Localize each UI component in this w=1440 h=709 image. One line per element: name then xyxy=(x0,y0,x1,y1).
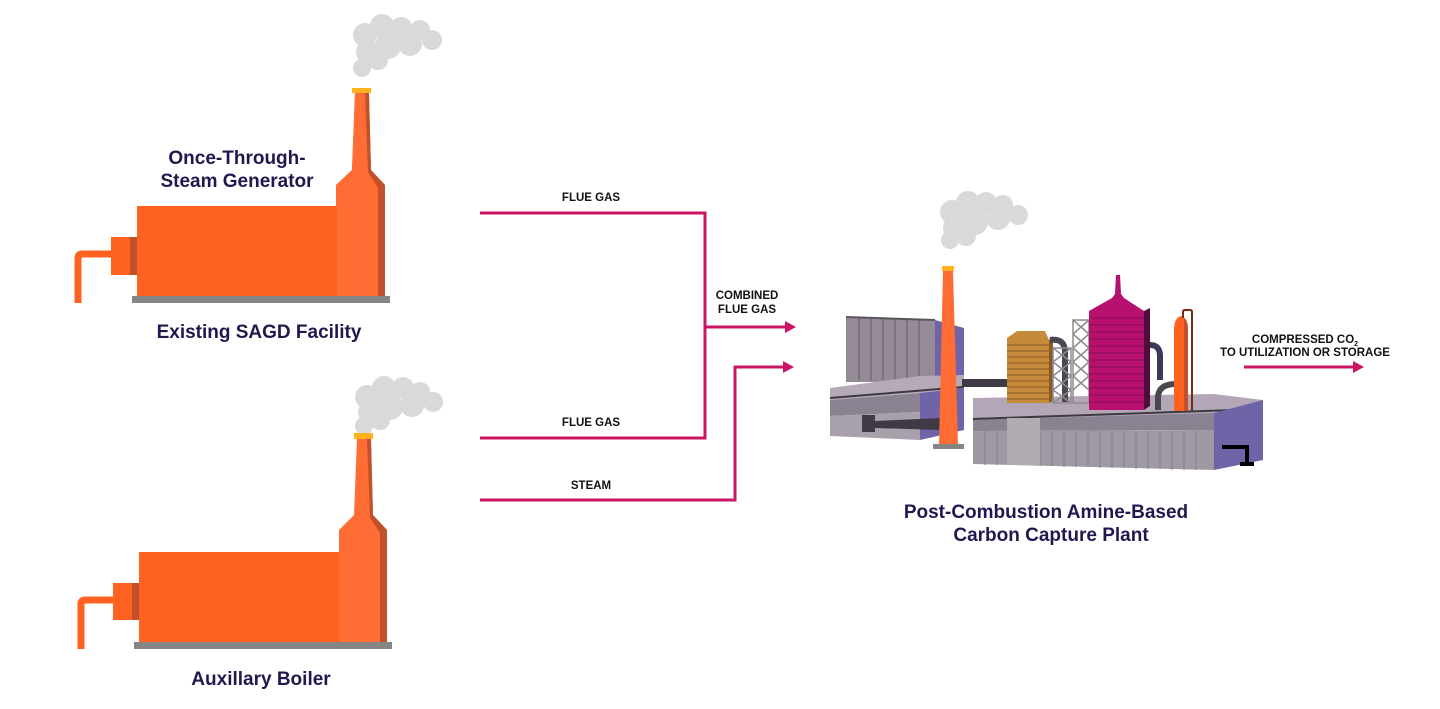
base-slab xyxy=(134,642,392,649)
co2-arrow-icon xyxy=(1353,361,1364,373)
steam-line xyxy=(480,365,784,502)
boiler-body xyxy=(139,552,339,642)
capture-plant-caption-line2: Carbon Capture Plant xyxy=(953,525,1149,546)
plant-smokestack xyxy=(939,271,958,445)
flow-lines: FLUE GAS FLUE GAS STEAM COMBINED FLUE GA… xyxy=(480,192,1390,502)
base-slab xyxy=(132,296,390,303)
otsg-facility: Once-Through- Steam Generator Existing S… xyxy=(74,14,442,343)
stack-cap xyxy=(354,433,373,439)
outlet-pipe xyxy=(1222,445,1254,466)
stack-cap xyxy=(942,266,954,271)
lattice-tower xyxy=(1052,319,1090,404)
co2-output-label-line2: TO UTILIZATION OR STORAGE xyxy=(1220,347,1390,359)
flue-gas-bottom-label: FLUE GAS xyxy=(562,417,620,429)
inlet-pipe xyxy=(77,596,113,649)
combined-arrow-icon xyxy=(785,321,796,333)
smoke-cloud-icon xyxy=(353,14,442,77)
stripper-column xyxy=(1174,309,1193,411)
stack-base xyxy=(933,444,964,449)
otsg-label-line2: Steam Generator xyxy=(160,171,314,192)
otsg-label-line1: Once-Through- xyxy=(168,148,305,169)
exhaust-duct xyxy=(862,415,940,432)
flue-gas-top-line xyxy=(480,211,707,440)
inlet-pipe xyxy=(74,250,111,303)
flue-duct xyxy=(962,379,1007,387)
capture-plant-caption-line1: Post-Combustion Amine-Based xyxy=(904,502,1188,523)
boiler-body xyxy=(137,206,337,297)
co2-output-label-line1: COMPRESSED CO2 xyxy=(1252,334,1358,348)
smokestack xyxy=(339,439,387,642)
capture-plant: Post-Combustion Amine-Based Carbon Captu… xyxy=(829,191,1264,546)
stack-cap xyxy=(352,88,371,93)
sagd-facility-caption: Existing SAGD Facility xyxy=(157,322,362,343)
smoke-cloud-icon xyxy=(940,191,1028,249)
cooling-tower-building xyxy=(829,316,965,440)
steam-label: STEAM xyxy=(571,480,611,492)
smoke-cloud-icon xyxy=(355,376,443,435)
aux-boiler-facility: Auxillary Boiler xyxy=(77,376,443,690)
combined-label-line2: FLUE GAS xyxy=(718,304,776,316)
flue-gas-top-label: FLUE GAS xyxy=(562,192,620,204)
combined-label-line1: COMBINED xyxy=(716,290,779,302)
steam-arrow-icon xyxy=(783,361,794,373)
absorber-column xyxy=(1089,275,1177,410)
aux-boiler-caption: Auxillary Boiler xyxy=(191,669,331,690)
